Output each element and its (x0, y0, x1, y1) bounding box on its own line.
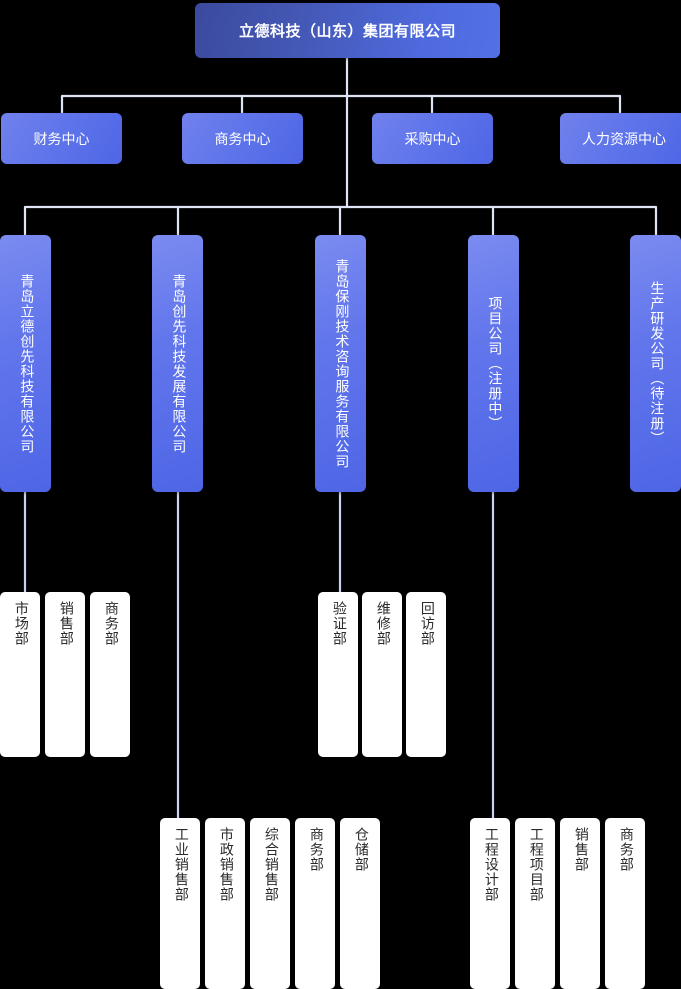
node-dept-followup[interactable]: 回访部 (406, 592, 446, 757)
node-company-project[interactable]: 项目公司（注册中） (468, 235, 519, 492)
node-dept-industrial-sales-label: 工业销售部 (172, 827, 189, 902)
node-dept-municipal-sales[interactable]: 市政销售部 (205, 818, 245, 989)
node-company-baogang[interactable]: 青岛保刚技术咨询服务有限公司 (315, 235, 366, 492)
node-dept-verification[interactable]: 验证部 (318, 592, 358, 757)
node-company-lidechuangxian-label: 青岛立德创先科技有限公司 (18, 273, 35, 454)
node-dept-maintenance[interactable]: 维修部 (362, 592, 402, 757)
node-center-procurement[interactable]: 采购中心 (372, 113, 493, 164)
node-company-chuangxianfazhan-label: 青岛创先科技发展有限公司 (170, 273, 187, 454)
node-center-procurement-label: 采购中心 (404, 131, 461, 148)
node-center-hr[interactable]: 人力资源中心 (560, 113, 681, 164)
node-company-chuangxianfazhan[interactable]: 青岛创先科技发展有限公司 (152, 235, 203, 492)
node-dept-sales-c1-label: 销售部 (57, 601, 74, 646)
node-dept-maintenance-label: 维修部 (374, 601, 391, 646)
node-dept-business-c1[interactable]: 商务部 (90, 592, 130, 757)
node-dept-industrial-sales[interactable]: 工业销售部 (160, 818, 200, 989)
node-center-finance-label: 财务中心 (33, 131, 90, 148)
node-dept-business-c2-label: 商务部 (307, 827, 324, 872)
node-company-production-rd-label: 生产研发公司（待注册） (648, 281, 665, 446)
node-dept-followup-label: 回访部 (418, 601, 435, 646)
node-root[interactable]: 立德科技（山东）集团有限公司 (195, 3, 500, 58)
node-dept-market-label: 市场部 (12, 601, 29, 646)
node-dept-market[interactable]: 市场部 (0, 592, 40, 757)
node-company-baogang-label: 青岛保刚技术咨询服务有限公司 (333, 258, 350, 469)
node-dept-warehouse[interactable]: 仓储部 (340, 818, 380, 989)
node-center-business-label: 商务中心 (214, 131, 271, 148)
node-root-label: 立德科技（山东）集团有限公司 (238, 22, 456, 40)
node-dept-business-c2[interactable]: 商务部 (295, 818, 335, 989)
node-dept-verification-label: 验证部 (330, 601, 347, 646)
node-dept-business-c4[interactable]: 商务部 (605, 818, 645, 989)
node-dept-business-c1-label: 商务部 (102, 601, 119, 646)
node-dept-general-sales[interactable]: 综合销售部 (250, 818, 290, 989)
node-dept-engineering-design-label: 工程设计部 (482, 827, 499, 902)
node-dept-sales-c4-label: 销售部 (572, 827, 589, 872)
node-dept-business-c4-label: 商务部 (617, 827, 634, 872)
node-company-lidechuangxian[interactable]: 青岛立德创先科技有限公司 (0, 235, 51, 492)
node-dept-general-sales-label: 综合销售部 (262, 827, 279, 902)
node-center-business[interactable]: 商务中心 (182, 113, 303, 164)
node-dept-engineering-design[interactable]: 工程设计部 (470, 818, 510, 989)
node-center-hr-label: 人力资源中心 (582, 131, 666, 148)
node-dept-sales-c1[interactable]: 销售部 (45, 592, 85, 757)
node-dept-engineering-project[interactable]: 工程项目部 (515, 818, 555, 989)
node-dept-engineering-project-label: 工程项目部 (527, 827, 544, 902)
node-dept-sales-c4[interactable]: 销售部 (560, 818, 600, 989)
node-company-production-rd[interactable]: 生产研发公司（待注册） (630, 235, 681, 492)
node-company-project-label: 项目公司（注册中） (486, 296, 503, 431)
node-center-finance[interactable]: 财务中心 (1, 113, 122, 164)
node-dept-municipal-sales-label: 市政销售部 (217, 827, 234, 902)
node-dept-warehouse-label: 仓储部 (352, 827, 369, 872)
